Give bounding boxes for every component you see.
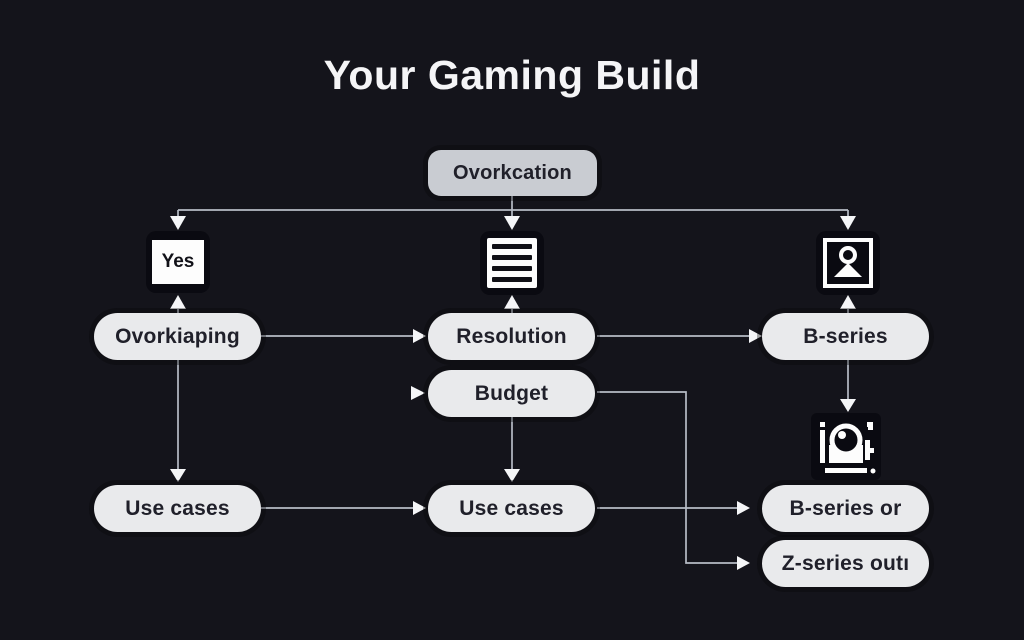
node-b-series-or: B-series or <box>762 485 929 532</box>
node-use-cases-center: Use cases <box>428 485 595 532</box>
node-use-cases-left-label: Use cases <box>125 496 230 520</box>
person-icon <box>816 231 880 295</box>
node-root: Ovorkcation <box>428 150 597 196</box>
yes-box-icon: Yes <box>146 231 210 293</box>
node-overclocking-label: Ovorkiaping <box>115 324 240 348</box>
list-icon <box>480 231 544 295</box>
node-z-series-out: Z-series outı <box>762 540 929 587</box>
node-b-series-label: B-series <box>803 324 888 348</box>
yes-box-icon-label: Yes <box>150 238 206 286</box>
webcam-icon <box>811 413 881 480</box>
node-resolution-label: Resolution <box>456 324 567 348</box>
node-b-series: B-series <box>762 313 929 360</box>
node-overclocking: Ovorkiaping <box>94 313 261 360</box>
node-use-cases-left: Use cases <box>94 485 261 532</box>
node-root-label: Ovorkcation <box>453 161 572 184</box>
node-resolution: Resolution <box>428 313 595 360</box>
node-z-series-out-label: Z-series outı <box>781 551 910 575</box>
node-budget: Budget <box>428 370 595 417</box>
node-budget-label: Budget <box>474 381 549 405</box>
page-title: Your Gaming Build <box>323 52 701 98</box>
node-b-series-or-label: B-series or <box>789 496 902 520</box>
node-use-cases-center-label: Use cases <box>459 496 564 520</box>
